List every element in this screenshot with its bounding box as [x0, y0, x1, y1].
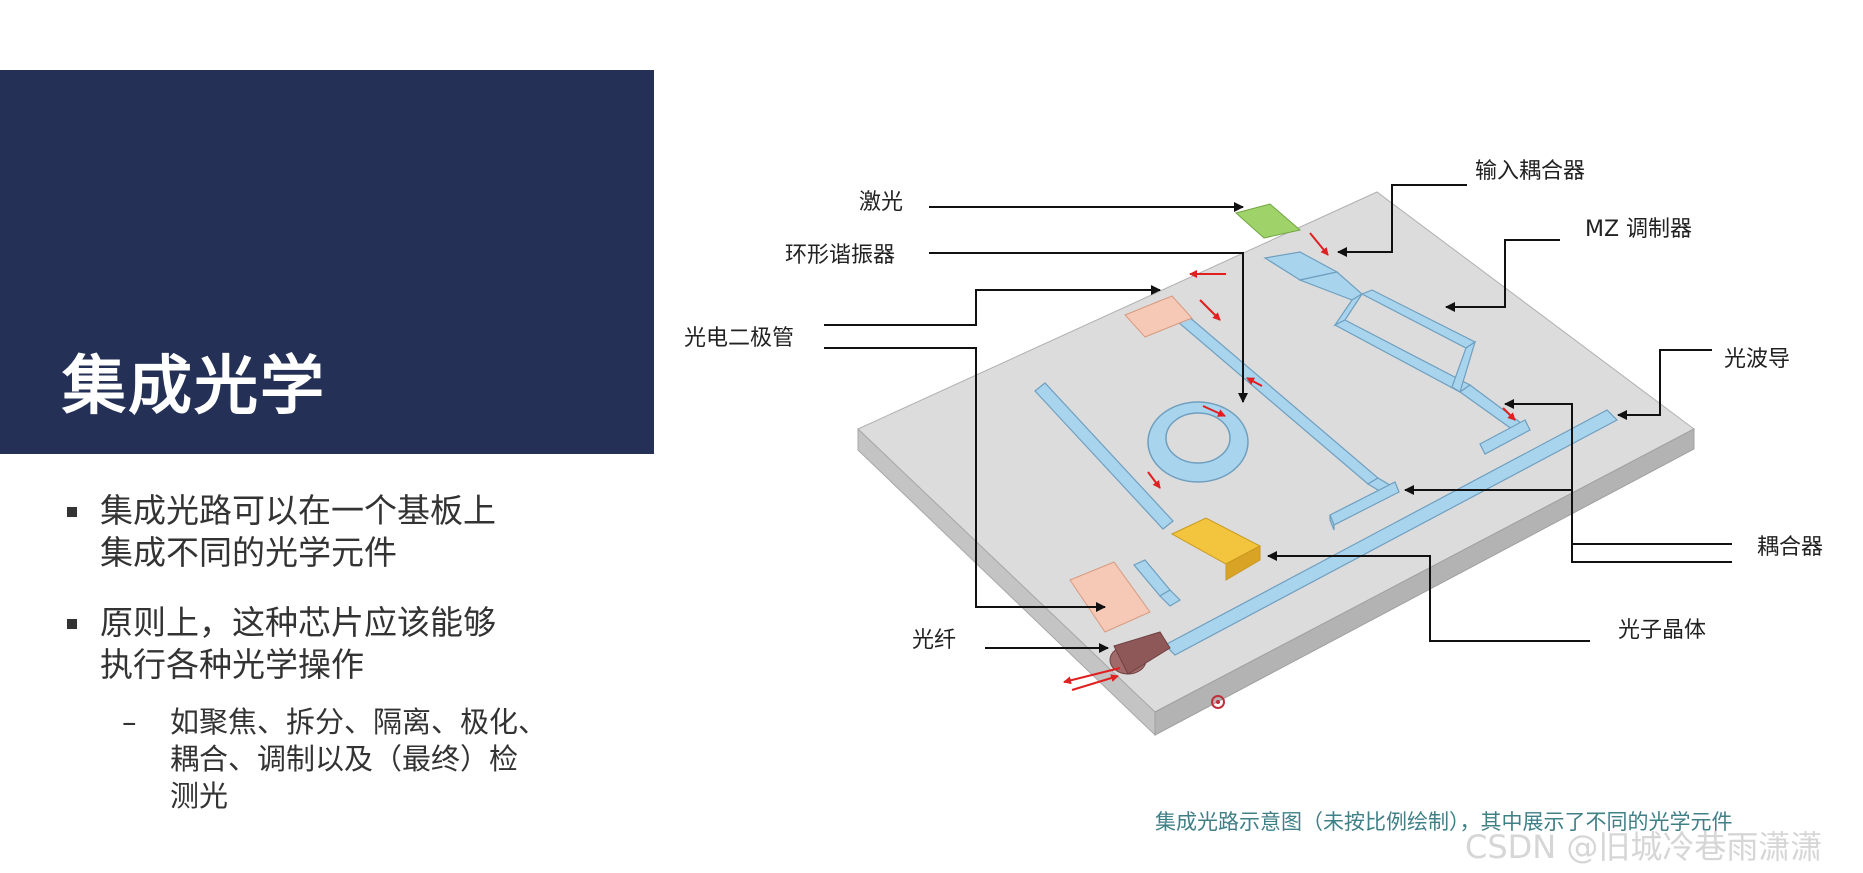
leader-coupler-bottom	[1404, 485, 1732, 563]
diagram-caption: 集成光路示意图（未按比例绘制），其中展示了不同的光学元件	[1155, 810, 1733, 834]
sub-bullet-item: – 如聚焦、拆分、隔离、极化、 耦合、调制以及（最终）检 测光	[62, 704, 622, 815]
bullet-marker	[67, 619, 77, 629]
leader-photodiode-top	[824, 285, 1161, 326]
label-photonic-crystal: 光子晶体	[1618, 618, 1706, 643]
bullet-line: 原则上，这种芯片应该能够	[100, 603, 496, 642]
bullet-line: 集成光路可以在一个基板上	[100, 491, 496, 530]
bullet-line: 集成不同的光学元件	[100, 533, 397, 572]
bullet-line: 执行各种光学操作	[100, 645, 364, 684]
laser-block	[1234, 203, 1302, 239]
bullet-item: 集成光路可以在一个基板上 集成不同的光学元件	[62, 490, 622, 574]
leader-input-coupler	[1337, 184, 1467, 257]
photonic-crystal	[1170, 517, 1262, 581]
bullet-list: 集成光路可以在一个基板上 集成不同的光学元件 原则上，这种芯片应该能够 执行各种…	[62, 490, 622, 815]
sub-bullet-line: 耦合、调制以及（最终）检	[170, 742, 519, 776]
leader-photodiode-bottom	[824, 347, 1106, 612]
photodiode-top	[1124, 295, 1193, 338]
flow-arrows	[1063, 232, 1516, 691]
bullet-marker	[67, 507, 77, 517]
slide-title: 集成光学	[62, 350, 326, 424]
waveguides	[1034, 251, 1618, 656]
label-ring-resonator: 环形谐振器	[785, 243, 895, 268]
leader-coupler-top	[1504, 399, 1732, 545]
watermark: CSDN @旧城冷巷雨潇潇	[1465, 828, 1823, 866]
label-photodiode: 光电二极管	[684, 326, 794, 351]
sub-bullet-line: 如聚焦、拆分、隔离、极化、	[170, 705, 548, 739]
label-waveguide: 光波导	[1724, 347, 1790, 372]
sub-bullet-line: 测光	[170, 779, 229, 813]
leader-mz-modulator	[1445, 239, 1560, 312]
leader-lines	[824, 184, 1732, 653]
leader-ring-resonator	[929, 252, 1248, 403]
label-mz-modulator: MZ 调制器	[1585, 217, 1692, 242]
ring-resonator	[1147, 401, 1249, 483]
label-input-coupler: 输入耦合器	[1475, 159, 1585, 184]
label-laser: 激光	[859, 190, 903, 215]
sub-bullet-dash: –	[122, 705, 137, 739]
leader-photonic-crystal	[1267, 551, 1590, 642]
label-coupler: 耦合器	[1757, 535, 1823, 560]
leader-waveguide	[1617, 349, 1712, 420]
label-fiber: 光纤	[912, 628, 956, 653]
bullet-item: 原则上，这种芯片应该能够 执行各种光学操作	[62, 602, 622, 686]
fiber	[1109, 631, 1171, 675]
substrate	[857, 191, 1695, 737]
title-panel	[0, 70, 654, 454]
cursor-dot	[1211, 695, 1225, 709]
photodiode-bottom	[1069, 561, 1151, 633]
